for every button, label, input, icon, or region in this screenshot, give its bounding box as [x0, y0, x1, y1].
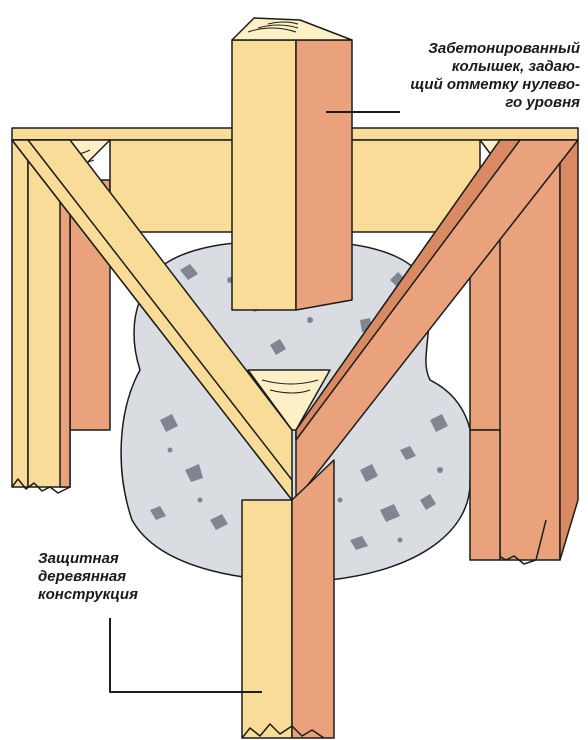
frame-annotation-line: Защитная	[38, 550, 138, 568]
stake-annotation-line: колышек, задаю-	[410, 58, 580, 76]
stake-annotation-line: щий отметку нулево-	[410, 76, 580, 94]
frame-leader-line	[110, 618, 262, 692]
frame-annotation-line: деревянная	[38, 568, 138, 586]
stake-annotation: Забетонированный колышек, задаю- щий отм…	[410, 40, 580, 112]
concreted-stake	[232, 18, 352, 310]
stake-annotation-line: го уровня	[410, 94, 580, 112]
frame-annotation: Защитная деревянная конструкция	[38, 550, 138, 604]
stake-annotation-line: Забетонированный	[410, 40, 580, 58]
frame-annotation-line: конструкция	[38, 586, 138, 604]
